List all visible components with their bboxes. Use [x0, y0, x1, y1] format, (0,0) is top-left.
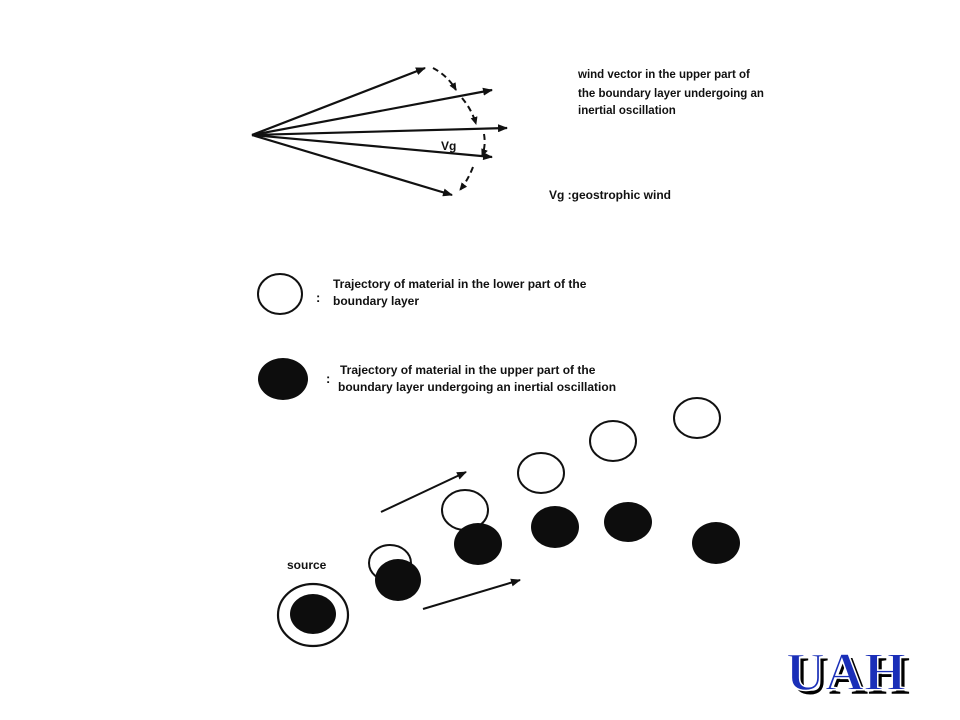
- open-circle-4: [589, 420, 637, 462]
- trajectory: source: [276, 397, 740, 648]
- legend-separator-filled: :: [326, 371, 330, 386]
- oscillation-arrow-3: [481, 133, 488, 157]
- legend-filled-label-line2: boundary layer undergoing an inertial os…: [338, 380, 616, 394]
- open-circle-5: [673, 397, 721, 439]
- wind-vector-1: [251, 66, 426, 137]
- wind-vector-2: [251, 87, 493, 137]
- upper-wind-label-line1: wind vector in the upper part of: [577, 69, 750, 81]
- lower-flow-arrow: [422, 578, 521, 610]
- legend-filled-circle: [258, 358, 308, 400]
- oscillation-arrow-2: [461, 97, 478, 125]
- vg-vector-label: Vg: [441, 139, 456, 153]
- upper-wind-label-line2: the boundary layer undergoing an: [578, 88, 764, 100]
- wind-vector-5: [251, 133, 453, 197]
- open-circle-3: [517, 452, 565, 494]
- legend-open-label-line2: boundary layer: [333, 294, 419, 308]
- oscillation-arrows: [432, 67, 488, 191]
- filled-circle-3: [531, 506, 579, 548]
- vg-vector: [251, 133, 493, 161]
- filled-circle-4: [604, 502, 652, 542]
- source-inner-dot: [290, 594, 336, 634]
- uah-logo: UAH UAH: [785, 641, 910, 706]
- legend: : Trajectory of material in the lower pa…: [257, 273, 616, 400]
- filled-circle-1: [375, 559, 421, 601]
- geostrophic-wind-label: Vg :geostrophic wind: [549, 188, 671, 202]
- legend-open-circle: [257, 273, 303, 315]
- source-label: source: [287, 558, 327, 572]
- upper-wind-label-line3: inertial oscillation: [578, 105, 676, 117]
- upper-flow-arrow: [380, 471, 467, 513]
- wind-vector-fan: [251, 66, 508, 197]
- legend-filled-label-line1: Trajectory of material in the upper part…: [340, 363, 596, 377]
- oscillation-arrow-4: [459, 166, 474, 191]
- wind-vector-3: [251, 124, 508, 137]
- legend-separator-open: :: [316, 290, 320, 305]
- filled-circle-5: [692, 522, 740, 564]
- filled-circle-2: [454, 523, 502, 565]
- legend-open-label-line1: Trajectory of material in the lower part…: [333, 277, 587, 291]
- uah-logo-shadow: UAH: [790, 646, 910, 706]
- uah-logo-text: UAH: [786, 642, 906, 702]
- oscillation-arrow-1: [432, 67, 457, 91]
